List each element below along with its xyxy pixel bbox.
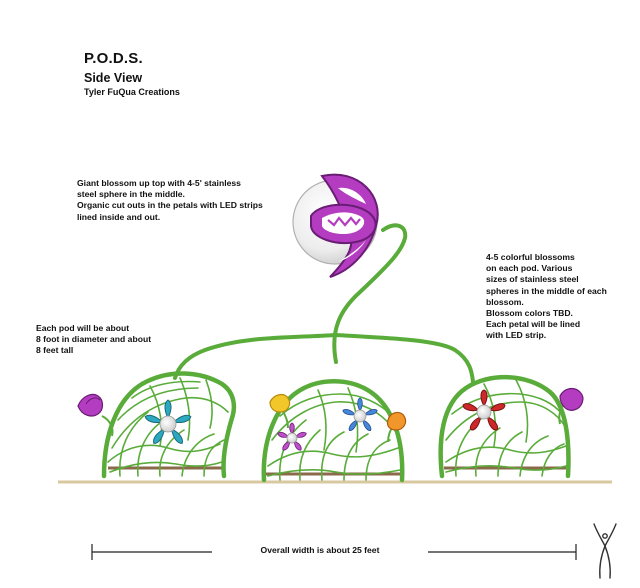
tulip-right <box>558 387 584 425</box>
title-block: P.O.D.S. Side View Tyler FuQua Creations <box>84 50 180 97</box>
blossom-pink <box>277 422 307 451</box>
blossom-blue <box>342 397 378 431</box>
note-pod-blossoms: 4-5 colorful blossoms on each pod. Vario… <box>486 252 607 341</box>
pod-left <box>101 371 237 479</box>
tulip-orange <box>386 411 407 443</box>
petal-cutout-top <box>338 187 366 204</box>
small-steel-sphere <box>159 415 177 433</box>
pod-right <box>438 375 571 479</box>
cutout-zigzag <box>327 216 361 227</box>
blossom-red <box>462 389 506 431</box>
note-pod-size: Each pod will be about 8 foot in diamete… <box>36 323 152 356</box>
tulip-yellow <box>269 393 291 429</box>
giant-blossom <box>292 173 379 278</box>
figure-logo-icon <box>593 523 617 579</box>
note-overall-width: Overall width is about 25 feet <box>260 545 380 555</box>
blossom-cyan <box>144 399 192 444</box>
page-title: P.O.D.S. <box>84 50 143 67</box>
main-stem <box>173 223 475 384</box>
credit-line: Tyler FuQua Creations <box>84 87 180 97</box>
tulip-left <box>77 393 114 437</box>
page-subtitle: Side View <box>84 71 143 85</box>
width-dimension-line <box>91 544 577 560</box>
note-giant-blossom: Giant blossom up top with 4-5' stainless… <box>77 178 263 222</box>
